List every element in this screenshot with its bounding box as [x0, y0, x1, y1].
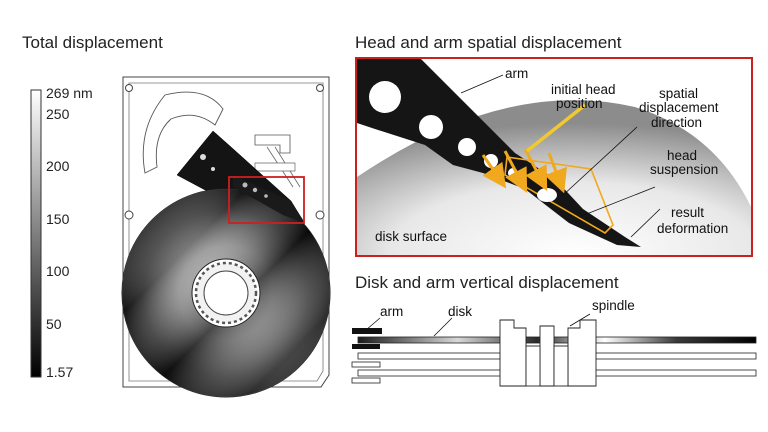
label-spatial-2: displacement: [639, 100, 719, 115]
label-disk-surface: disk surface: [375, 229, 447, 244]
colorbar-max-label: 269 nm: [46, 85, 93, 101]
disk-band-top: [357, 336, 757, 344]
colorbar-tick-200: 200: [46, 158, 70, 174]
label-vertical-arm: arm: [380, 304, 403, 319]
colorbar-min-label: 1.57: [46, 364, 74, 380]
label-initial-head-2: position: [556, 96, 603, 111]
head-arm-title: Head and arm spatial displacement: [355, 33, 622, 52]
displacement-arrow: [481, 154, 507, 189]
label-spatial-1: spatial: [659, 86, 698, 101]
total-displacement-title: Total displacement: [22, 33, 163, 52]
spindle-shape: [499, 319, 527, 387]
zoom-highlight-box: [228, 176, 305, 224]
label-result-2: deformation: [657, 221, 728, 236]
label-head-1: head: [667, 148, 697, 163]
vertical-displacement-diagram: arm disk spindle: [351, 298, 757, 387]
head-arm-callout: arm initial head position spatial displa…: [355, 57, 753, 257]
label-head-2: suspension: [650, 162, 718, 177]
colorbar-tick-150: 150: [46, 211, 70, 227]
colorbar-tick-50: 50: [46, 316, 62, 332]
label-vertical-disk: disk: [448, 304, 472, 319]
colorbar-tick-100: 100: [46, 263, 70, 279]
label-spatial-3: direction: [651, 115, 702, 130]
screw-hole: [125, 84, 133, 92]
label-initial-head-1: initial head: [551, 82, 616, 97]
label-result-1: result: [671, 205, 704, 220]
colorbar: [30, 89, 42, 378]
hard-drive-drawing: [121, 76, 331, 398]
colorbar-tick-250: 250: [46, 106, 70, 122]
arm-stub-top: [352, 328, 382, 334]
label-arm: arm: [505, 66, 528, 81]
vertical-displacement-title: Disk and arm vertical displacement: [355, 273, 619, 292]
zoomed-arm: [357, 59, 641, 247]
label-vertical-spindle: spindle: [592, 298, 635, 313]
